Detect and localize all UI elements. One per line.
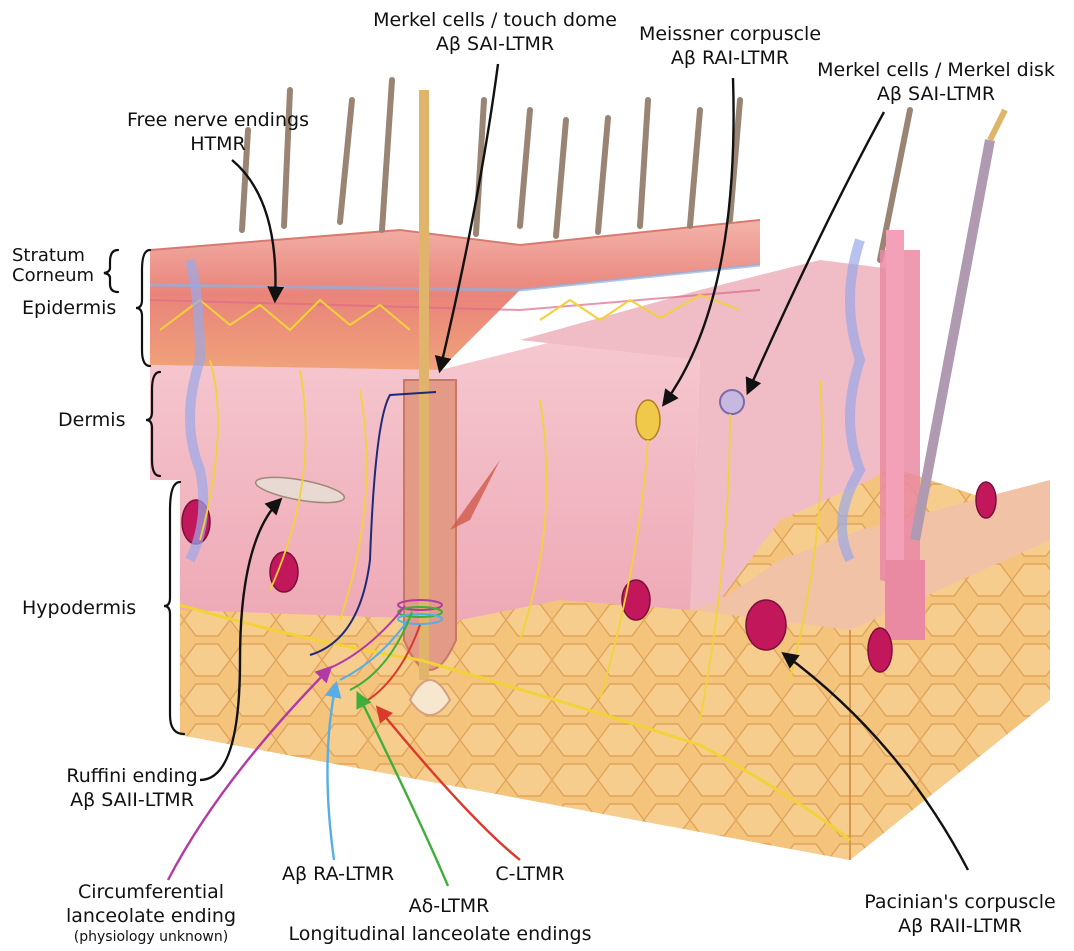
label-merkel-touch-dome: Merkel cells / touch dome Aβ SAI-LTMR (360, 8, 630, 56)
label-meissner: Meissner corpuscle Aβ RAI-LTMR (630, 22, 830, 70)
label-pacinian: Pacinian's corpuscle Aβ RAII-LTMR (860, 890, 1060, 938)
label-epidermis: Epidermis (22, 296, 116, 320)
hairs (242, 80, 910, 260)
label-stratum-corneum: Stratum Corneum (12, 246, 94, 286)
label-circumferential: Circumferential lanceolate ending (physi… (56, 880, 246, 946)
label-free-nerve-endings: Free nerve endings HTMR (118, 108, 318, 156)
label-ad-ltmr: Aδ-LTMR (394, 894, 504, 918)
label-hypodermis: Hypodermis (22, 596, 136, 620)
label-c-ltmr: C-LTMR (480, 862, 580, 886)
label-ab-ra-ltmr: Aβ RA-LTMR (282, 862, 392, 886)
label-merkel-disk: Merkel cells / Merkel disk Aβ SAI-LTMR (806, 58, 1066, 106)
merkel-disk-shape (720, 390, 744, 414)
label-longitudinal: Longitudinal lanceolate endings (270, 922, 610, 946)
label-ruffini: Ruffini ending Aβ SAII-LTMR (52, 764, 212, 812)
label-dermis: Dermis (58, 408, 125, 432)
meissner-corpuscle-shape (636, 400, 660, 440)
